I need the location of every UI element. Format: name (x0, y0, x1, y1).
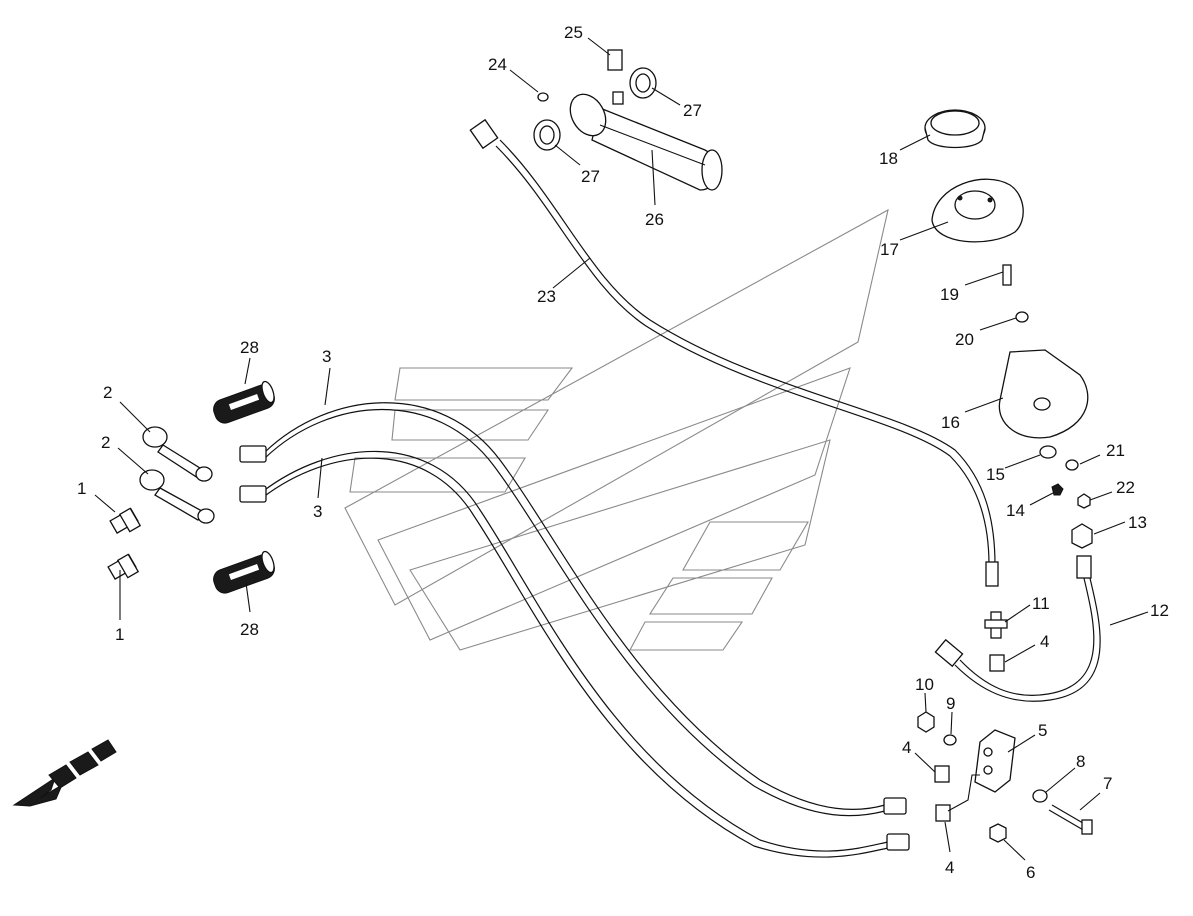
label-17: 17 (880, 240, 899, 259)
label-28: 28 (240, 338, 259, 357)
label-16: 16 (941, 413, 960, 432)
label-9: 9 (946, 694, 955, 713)
washer-20 (1015, 311, 1029, 323)
fitting-25 (607, 49, 623, 71)
washer-24 (537, 92, 549, 102)
label-11: 11 (1032, 594, 1050, 613)
washer-15 (1039, 445, 1057, 459)
label-10: 10 (915, 675, 934, 694)
label-5: 5 (1038, 721, 1047, 740)
rings-27 (533, 67, 657, 151)
grip-28-upper (213, 380, 275, 424)
fitting-4-upper (989, 654, 1005, 672)
label-2: 2 (103, 383, 112, 402)
wrench-2-lower (139, 469, 215, 524)
direction-arrow-icon (12, 739, 117, 807)
valve-block-5 (974, 729, 1016, 793)
fitting-4-mid (934, 765, 950, 783)
label-28: 28 (240, 620, 259, 639)
label-18: 18 (879, 149, 898, 168)
label-4: 4 (1040, 632, 1049, 651)
nut-22 (1077, 493, 1091, 509)
label-13: 13 (1128, 513, 1147, 532)
label-20: 20 (955, 330, 974, 349)
cap-18 (924, 109, 986, 149)
washer-21 (1065, 459, 1079, 471)
label-8: 8 (1076, 752, 1085, 771)
label-21: 21 (1106, 441, 1125, 460)
label-15: 15 (986, 465, 1005, 484)
label-3: 3 (322, 347, 331, 366)
hose-12 (934, 555, 1101, 702)
nut-10 (917, 711, 935, 733)
leader-lines (94, 37, 1149, 861)
label-1: 1 (77, 479, 86, 498)
grip-28-lower (213, 550, 275, 594)
label-4: 4 (945, 858, 954, 877)
bolt-7 (1048, 804, 1093, 835)
label-4: 4 (902, 738, 911, 757)
nut-14 (1051, 483, 1064, 496)
label-7: 7 (1103, 774, 1112, 793)
hoses-3 (239, 402, 910, 858)
label-2: 2 (101, 433, 110, 452)
part-labels: 1 1 2 2 3 3 4 4 4 5 6 7 8 9 10 11 12 13 … (77, 23, 1169, 882)
watermark-logo (344, 208, 889, 651)
nut-13 (1071, 523, 1093, 549)
label-27: 27 (683, 101, 702, 120)
label-27: 27 (581, 167, 600, 186)
label-25: 25 (564, 23, 583, 42)
screw-19 (1002, 264, 1012, 286)
label-19: 19 (940, 285, 959, 304)
label-23: 23 (537, 287, 556, 306)
cylinder-26 (569, 91, 723, 191)
label-6: 6 (1026, 863, 1035, 882)
washer-8 (1032, 789, 1048, 803)
label-26: 26 (645, 210, 664, 229)
plug-6 (989, 823, 1007, 843)
plate-16 (998, 349, 1089, 439)
fitting-4-lower (935, 804, 951, 822)
label-14: 14 (1006, 501, 1025, 520)
fitting-1-upper (109, 507, 142, 534)
label-3: 3 (313, 502, 322, 521)
label-24: 24 (488, 55, 507, 74)
washer-9 (943, 734, 957, 746)
hose-23 (469, 118, 999, 587)
label-22: 22 (1116, 478, 1135, 497)
label-12: 12 (1150, 601, 1169, 620)
label-1: 1 (115, 625, 124, 644)
cover-17 (931, 178, 1024, 243)
wrench-2-upper (142, 426, 213, 482)
fitting-1-lower (107, 553, 140, 580)
fitting-11 (984, 611, 1008, 639)
